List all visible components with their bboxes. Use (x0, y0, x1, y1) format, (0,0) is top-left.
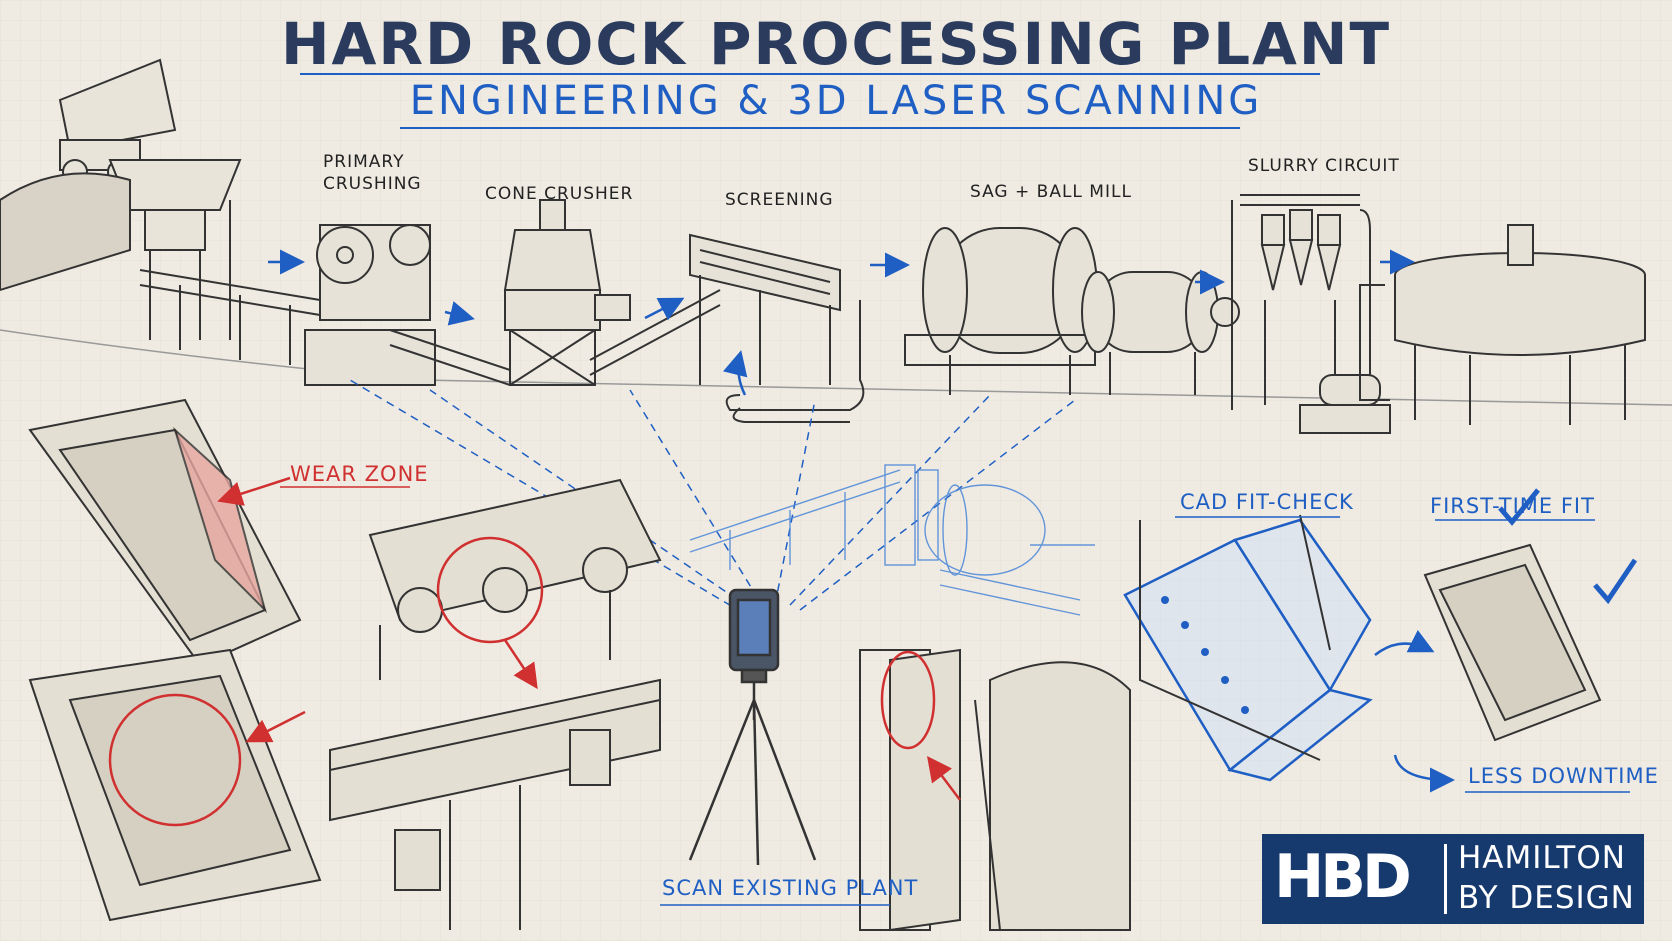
cad-bolt-holes (1161, 596, 1249, 714)
callout-wear-zone: WEAR ZONE (290, 462, 429, 486)
callout-first-time-fit: FIRST-TIME FIT (1430, 494, 1595, 518)
point-cloud-wireframe (689, 464, 1095, 616)
cad-fit-check-model (1123, 518, 1373, 782)
conveyor-to-screen (589, 289, 721, 376)
stage-label-sag-ball-mill: SAG + BALL MILL (970, 182, 1132, 202)
wear-zone-chute (28, 398, 302, 667)
problem-highlight-circle (108, 693, 242, 827)
finished-chute-liner (1423, 543, 1602, 742)
slurry-circuit-cyclones (1231, 194, 1391, 434)
cone-crusher (503, 199, 631, 386)
logo-name-line1: HAMILTON (1458, 840, 1626, 876)
page-title: HARD ROCK PROCESSING PLANT (280, 10, 1392, 78)
return-conveyor (725, 300, 865, 423)
fit-arrow (1374, 629, 1435, 656)
process-flow-arrows (268, 249, 1415, 396)
stage-label-primary-line2: CRUSHING (323, 174, 422, 194)
page-subtitle: ENGINEERING & 3D LASER SCANNING (409, 78, 1263, 124)
stage-label-slurry-circuit: SLURRY CIRCUIT (1248, 156, 1400, 176)
thickener-tank (1359, 224, 1646, 425)
downtime-arrow (1393, 754, 1455, 793)
logo-divider (1444, 844, 1447, 914)
vibrating-screen (689, 233, 841, 385)
wear-zone-arrow (217, 476, 291, 506)
company-logo: HBD HAMILTON BY DESIGN (1262, 834, 1644, 924)
stage-label-cone-crusher: CONE CRUSHER (485, 184, 634, 204)
existing-chute-sketch (1139, 514, 1331, 761)
walkway-arrow (927, 756, 961, 801)
rock-chute-detail (28, 648, 322, 922)
logo-mark: HBD (1274, 842, 1412, 912)
idler-highlight-circle (436, 536, 544, 644)
structural-beam-detail (329, 678, 661, 930)
feed-conveyor (139, 269, 321, 365)
primary-jaw-crusher (304, 224, 436, 386)
callout-cad-fit-check: CAD FIT-CHECK (1180, 490, 1354, 514)
walkway-highlight-circle (880, 650, 936, 750)
stage-label-screening: SCREENING (725, 190, 834, 210)
dump-truck-and-hopper (0, 58, 242, 340)
callout-less-downtime: LESS DOWNTIME (1468, 764, 1659, 788)
laser-scanner-tripod (688, 588, 817, 866)
problem-arrow (245, 710, 306, 743)
walkway-mill-shell-detail (859, 648, 1131, 932)
ball-mill (1081, 271, 1240, 395)
sag-mill (904, 227, 1098, 395)
logo-name-line2: BY DESIGN (1458, 880, 1635, 916)
checkmark-icon (1593, 558, 1638, 605)
stage-label-primary-line1: PRIMARY (323, 152, 405, 172)
callout-scan-existing-plant: SCAN EXISTING PLANT (662, 876, 919, 900)
idler-arrow (503, 639, 538, 690)
conveyor-to-cone (389, 329, 511, 386)
conveyor-idler-detail (368, 478, 662, 680)
checkmark-icon (1498, 488, 1540, 526)
